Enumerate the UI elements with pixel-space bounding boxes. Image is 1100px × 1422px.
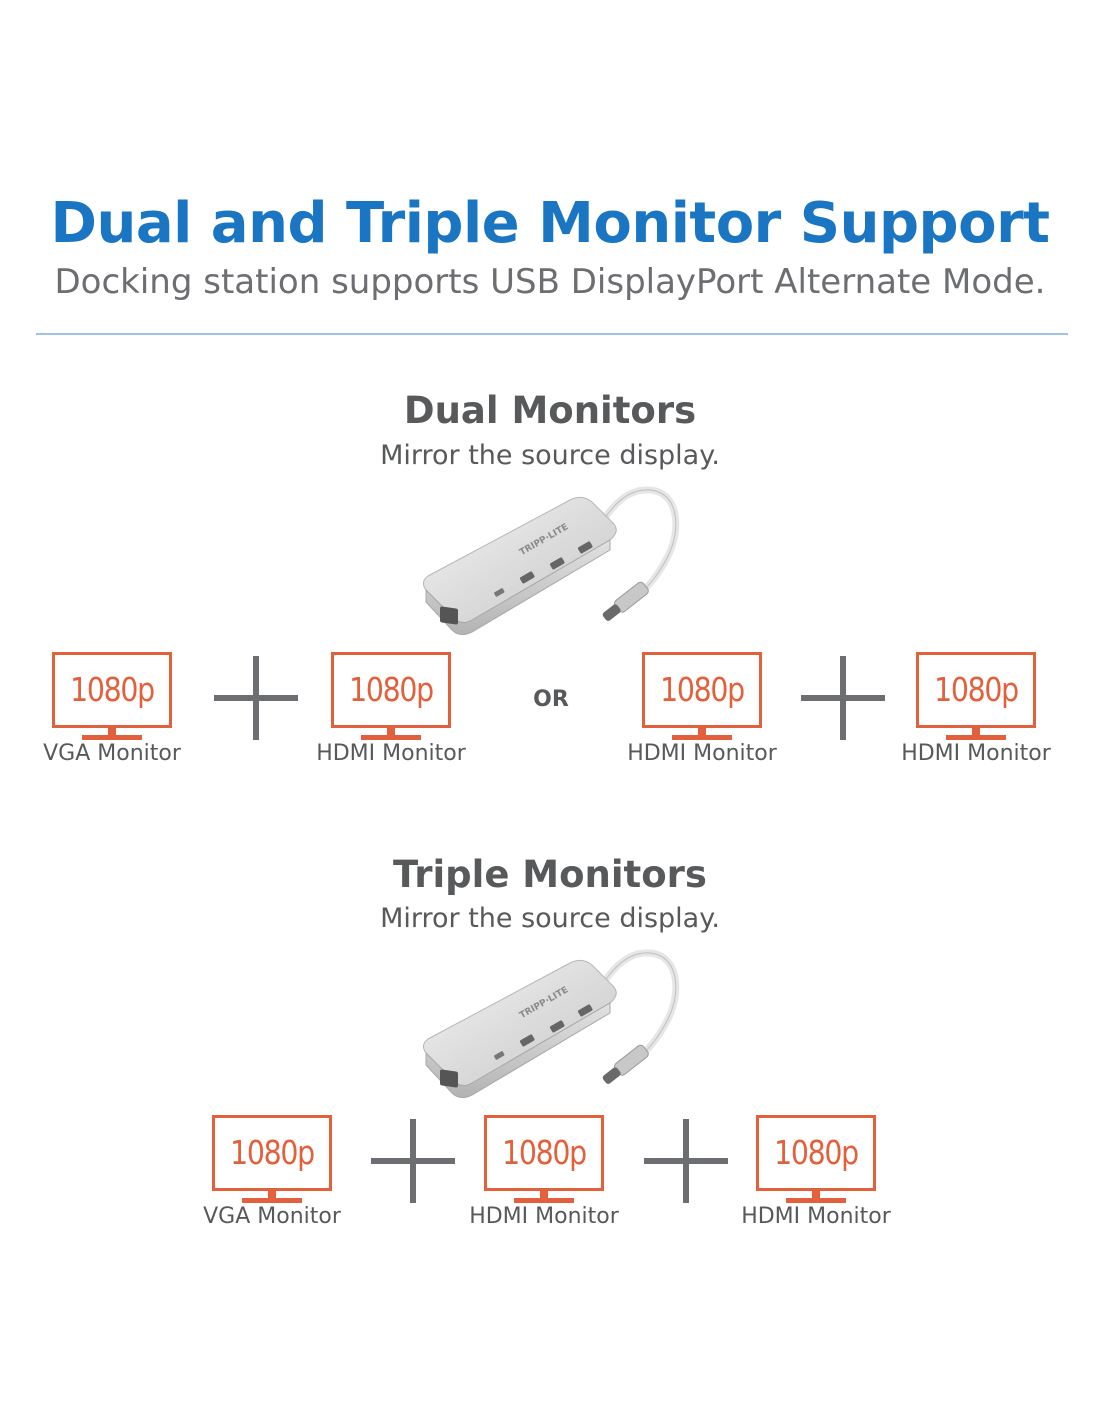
monitor-icon [484, 1115, 604, 1203]
plus-icon [371, 1119, 455, 1203]
dual-docking-station-image: TRIPP·LITE [410, 478, 690, 652]
triple-docking-station-image: TRIPP·LITE [410, 941, 690, 1115]
monitor-icon [642, 652, 762, 740]
monitor-icon [331, 652, 451, 740]
monitor-resolution: 1080p [349, 670, 434, 709]
docking-station-illustration: TRIPP·LITE [422, 486, 680, 636]
monitor-resolution: 1080p [660, 670, 745, 709]
triple-section-subtitle: Mirror the source display. [380, 903, 720, 934]
monitor-icon [52, 652, 172, 740]
monitor-resolution: 1080p [934, 670, 1019, 709]
monitor-icon [212, 1115, 332, 1203]
dual-section-subtitle: Mirror the source display. [380, 440, 720, 471]
monitor-icon [916, 652, 1036, 740]
monitor-label: VGA Monitor [203, 1204, 341, 1229]
monitor-label: HDMI Monitor [627, 741, 777, 766]
triple-section-title: Triple Monitors [393, 853, 707, 896]
monitor-label: HDMI Monitor [901, 741, 1051, 766]
monitor-icon [756, 1115, 876, 1203]
or-label: OR [533, 687, 569, 712]
plus-icon [214, 656, 298, 740]
docking-station-illustration: TRIPP·LITE [422, 949, 680, 1099]
page-subtitle: Docking station supports USB DisplayPort… [54, 262, 1046, 302]
monitor-resolution: 1080p [230, 1133, 315, 1172]
plus-icon [801, 656, 885, 740]
monitor-label: HDMI Monitor [316, 741, 466, 766]
monitor-resolution: 1080p [502, 1133, 587, 1172]
monitor-label: VGA Monitor [43, 741, 181, 766]
page-title: Dual and Triple Monitor Support [50, 191, 1050, 256]
plus-icon-glyph [214, 656, 298, 740]
monitor-resolution: 1080p [774, 1133, 859, 1172]
divider [36, 333, 1068, 335]
monitor-resolution: 1080p [70, 670, 155, 709]
plus-icon-glyph [801, 656, 885, 740]
dual-section-title: Dual Monitors [403, 389, 697, 432]
plus-icon [644, 1119, 728, 1203]
plus-icon-glyph [644, 1119, 728, 1203]
monitor-label: HDMI Monitor [469, 1204, 619, 1229]
plus-icon-glyph [371, 1119, 455, 1203]
monitor-label: HDMI Monitor [741, 1204, 891, 1229]
